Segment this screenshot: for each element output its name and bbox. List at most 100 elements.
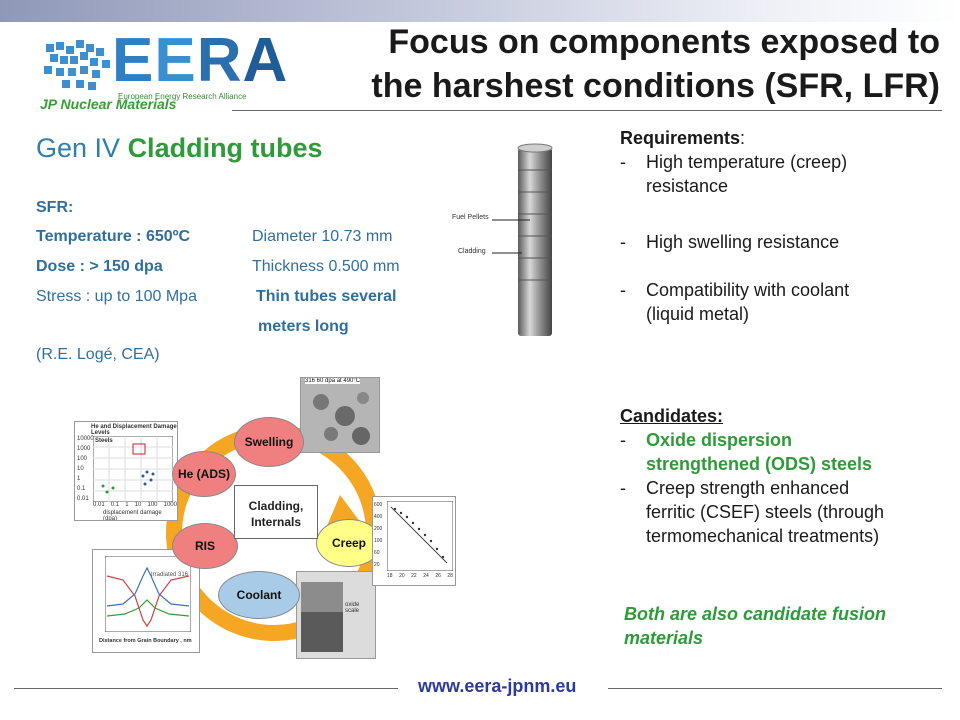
title-line-1: Focus on components exposed to	[388, 23, 940, 61]
stress-value: Stress : up to 100 Mpa	[36, 288, 197, 305]
fuel-rod-drawing	[492, 143, 553, 336]
xtick: 1	[125, 502, 129, 508]
creep-yticks: 600 400 200 100 60 20	[374, 499, 388, 571]
candidates-label: Candidates:	[620, 406, 724, 426]
ytick: 1000	[77, 446, 91, 452]
xtick: 100	[147, 502, 158, 508]
ytick: 60	[374, 550, 380, 556]
fusion-note-line-2: materials	[624, 628, 704, 648]
ytick: 600	[374, 502, 383, 508]
source-citation: (R.E. Logé, CEA)	[36, 346, 160, 363]
fuel-rod-figure: Fuel Pellets Cladding	[440, 140, 570, 340]
program-label: JP Nuclear Materials	[40, 96, 177, 112]
reactor-label: SFR:	[36, 199, 74, 216]
dose-value: Dose : > 150 dpa	[36, 258, 163, 275]
title-underline	[232, 110, 942, 111]
cladding-label: Cladding	[458, 248, 486, 255]
ris-irradiated-label: Irradiated 316	[151, 572, 189, 578]
xtick: 0.01	[93, 502, 105, 508]
ris-chart: Irradiated 316 Distance from Grain Bound…	[92, 549, 200, 653]
fuel-pellets-label: Fuel Pellets	[452, 214, 489, 221]
ytick: 100	[374, 538, 383, 544]
node-creep: Creep	[316, 519, 382, 567]
requirement-line: High temperature (creep)	[646, 152, 848, 172]
node-coolant: Coolant	[218, 571, 300, 619]
xtick: 28	[447, 573, 453, 579]
he-chart-steels: Steels	[95, 438, 113, 444]
ytick: 10000	[77, 436, 94, 442]
footer-url[interactable]: www.eera-jpnm.eu	[418, 676, 577, 696]
xtick: 24	[423, 573, 429, 579]
requirements-label: Requirements	[620, 128, 741, 148]
ris-xlabel: Distance from Grain Boundary , nm	[99, 638, 192, 644]
requirements-heading: Requirements:	[620, 126, 950, 150]
coolant-oxide-image: oxide scale	[296, 571, 376, 659]
creep-chart: 600 400 200 100 60 20 18 20 22 24 26 28	[372, 496, 456, 586]
xtick: 26	[435, 573, 441, 579]
candidate-item: - Oxide dispersion strengthened (ODS) st…	[620, 430, 873, 474]
ytick: 20	[374, 562, 380, 568]
he-chart-title: He and Displacement Damage Levels	[91, 424, 177, 436]
temperature-value: Temperature : 650ºC	[36, 228, 191, 245]
thickness-value: Thickness 0.500 mm	[252, 258, 400, 275]
ytick: 0.01	[77, 496, 89, 502]
creep-xticks: 18 20 22 24 26 28	[387, 573, 453, 579]
thin-tubes-line-2: meters long	[258, 318, 349, 335]
xtick: 20	[399, 573, 405, 579]
footer-rule-left	[14, 688, 398, 689]
node-swelling: Swelling	[234, 417, 304, 467]
ytick: 400	[374, 514, 383, 520]
logo-subtitle: European Energy Research Alliance	[118, 92, 247, 101]
candidate-item: - Creep strength enhanced ferritic (CSEF…	[620, 478, 885, 546]
footer-rule-right	[608, 688, 942, 689]
section-highlight: Cladding tubes	[127, 133, 323, 163]
candidate-line: Creep strength enhanced	[646, 478, 850, 498]
candidate-line: ferritic (CSEF) steels (through	[646, 502, 885, 522]
candidate-line: Oxide dispersion	[646, 430, 793, 450]
requirement-line: (liquid metal)	[646, 304, 750, 324]
thin-tubes-line-1: Thin tubes several	[256, 288, 397, 305]
xtick: 1000	[163, 502, 177, 508]
requirement-item: - Compatibility with coolant (liquid met…	[620, 280, 850, 324]
xtick: 10	[134, 502, 142, 508]
requirements-block: Requirements: - High temperature (creep)…	[620, 126, 950, 326]
ytick: 0.1	[77, 486, 86, 492]
xtick: 0.1	[110, 502, 120, 508]
he-chart-xlabel: displacement damage (dpa)	[103, 510, 162, 521]
xtick: 18	[387, 573, 393, 579]
fusion-note-line-1: Both are also candidate fusion	[624, 604, 887, 624]
requirement-item: - High swelling resistance	[620, 232, 840, 252]
ytick: 100	[77, 456, 88, 462]
center-line-2: Internals	[250, 515, 301, 529]
requirement-line: High swelling resistance	[646, 232, 840, 252]
slide-title: Focus on components exposed to the harsh…	[280, 20, 940, 108]
requirements-colon: :	[740, 128, 746, 148]
fusion-note: Both are also candidate fusion materials	[624, 602, 944, 650]
europe-map-logo-icon	[44, 40, 110, 90]
micrograph-caption: 316 60 dpa at 490°C	[305, 378, 361, 384]
center-line-1: Cladding,	[248, 499, 304, 513]
candidate-line: termomechanical treatments)	[646, 526, 880, 546]
eera-logo: EERA	[112, 26, 289, 95]
center-box: Cladding, Internals	[234, 485, 318, 539]
node-he-ads: He (ADS)	[172, 451, 236, 497]
top-banner	[0, 0, 960, 22]
xtick: 22	[411, 573, 417, 579]
phenomena-diagram: 316 60 dpa at 490°C He and Displacement …	[70, 375, 400, 665]
micrograph-image: 316 60 dpa at 490°C	[300, 377, 380, 453]
he-displacement-chart: He and Displacement Damage Levels Steels…	[74, 421, 178, 521]
candidates-block: Candidates: - Oxide dispersion strengthe…	[620, 404, 950, 548]
requirement-line: resistance	[646, 176, 729, 196]
section-title: Gen IV Cladding tubes	[36, 133, 323, 164]
requirement-item: - High temperature (creep) resistance	[620, 152, 848, 196]
ytick: 10	[77, 466, 84, 472]
ytick: 200	[374, 526, 383, 532]
coolant-caption: oxide scale	[345, 602, 360, 614]
section-prefix: Gen IV	[36, 133, 121, 163]
requirement-line: Compatibility with coolant	[646, 280, 850, 300]
candidate-line: strengthened (ODS) steels	[646, 454, 873, 474]
node-ris: RIS	[172, 523, 238, 569]
he-chart-yticks: 10000 1000 100 10 1 0.1 0.01	[77, 434, 94, 504]
ytick: 1	[77, 476, 81, 482]
he-chart-xticks: 0.01 0.1 1 10 100 1000	[93, 502, 177, 508]
